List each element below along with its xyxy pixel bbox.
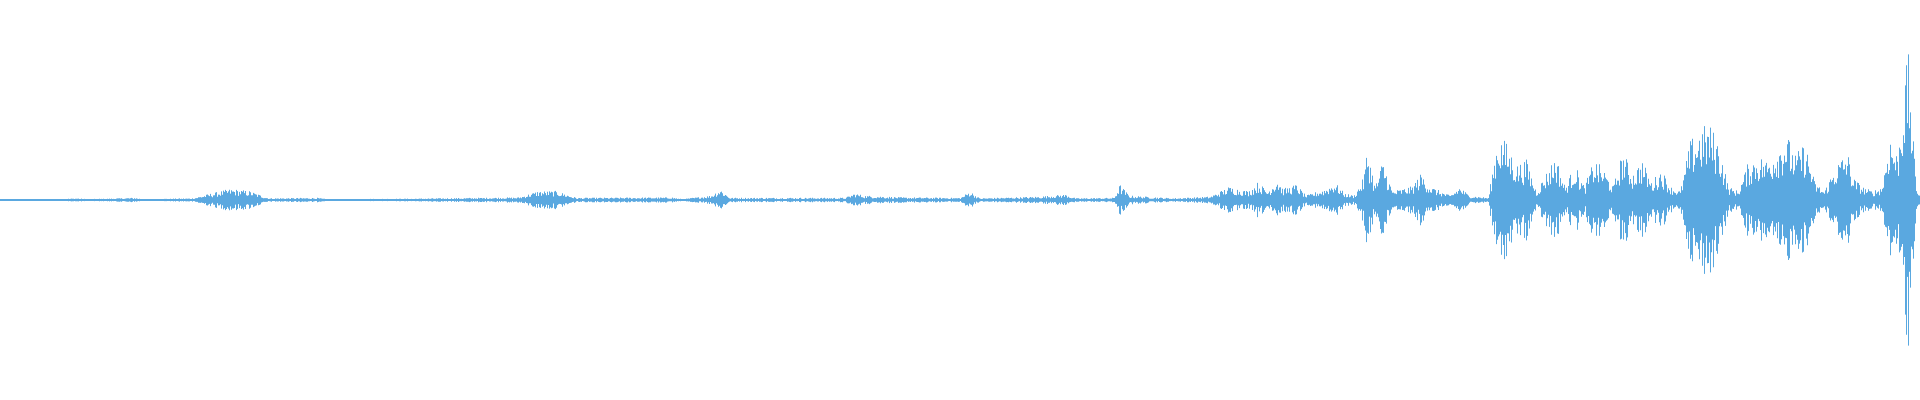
waveform-bars (0, 54, 1920, 346)
waveform-amplitude (0, 54, 1920, 346)
